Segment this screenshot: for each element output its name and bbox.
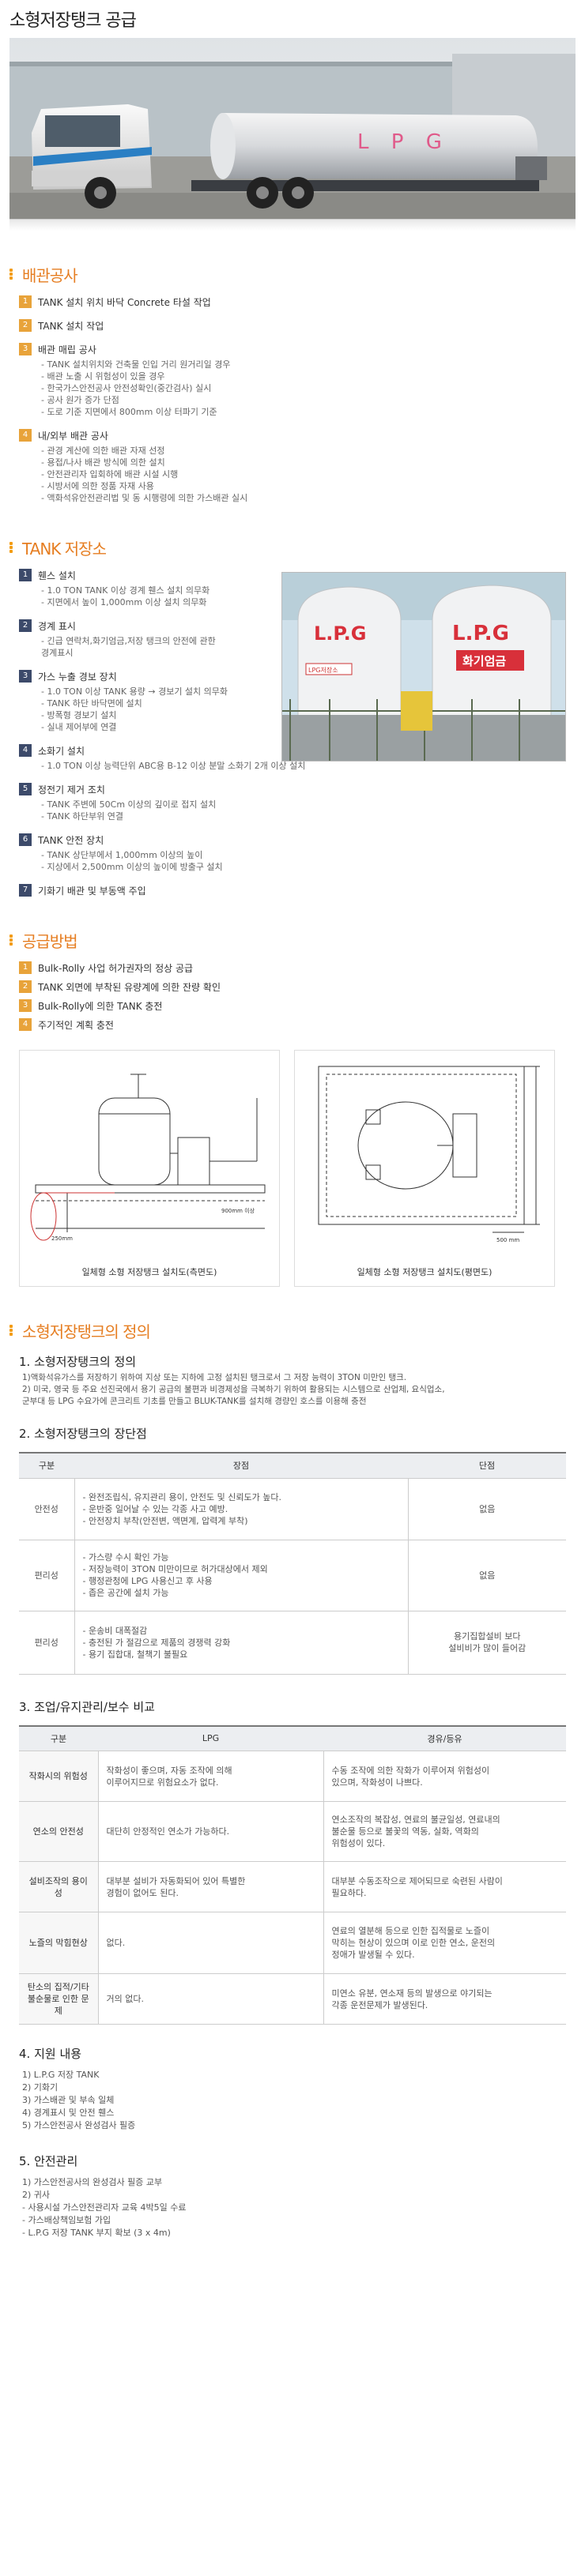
drawing-caption: 일체형 소형 저장탱크 설치도(측면도) [81, 1267, 217, 1277]
hero-tank-label: L P G [357, 130, 450, 154]
drawing-caption: 일체형 소형 저장탱크 설치도(평면도) [357, 1267, 493, 1277]
comparison-table: 구분 LPG 경유/등유 작화시의 위험성 작화성이 좋으며, 자동 조작에 의… [19, 1724, 566, 2025]
subheading: 4. 지원 내용 [19, 2047, 82, 2061]
bullet-icon [9, 268, 17, 280]
bullet-icon [9, 934, 17, 946]
table-row: 안전성 - 완전조립식, 유지관리 용이, 안전도 및 신뢰도가 높다.- 운반… [19, 1478, 566, 1540]
section-title-piping: 배관공사 [0, 262, 585, 286]
table-row: 편리성 - 가스량 수시 확인 가능- 저장능력이 3TON 미만이므로 허가대… [19, 1540, 566, 1611]
tank-label: L.P.G [314, 622, 366, 645]
subheading: 1. 소형저장탱크의 정의 [19, 1355, 137, 1369]
page-title: 소형저장탱크 공급 [9, 11, 137, 31]
section-title-definition: 소형저장탱크의 정의 [0, 1318, 585, 1342]
installation-drawings: 900mm 이상 250mm 일체형 소형 저장탱크 설치도(측면도) [0, 1037, 585, 1287]
definition-text: 1)액화석유가스를 저장하기 위하여 지상 또는 지하에 고정 설치된 탱크로서… [22, 1373, 445, 1406]
plan-view-drawing: 500 mm 일체형 소형 저장탱크 설치도(평면도) [294, 1050, 555, 1287]
section-title-storage: TANK 저장소 [0, 536, 585, 559]
table-row: 연소의 안전성 대단히 안정적인 연소가 가능하다. 연소조작의 복잡성, 연료… [19, 1801, 566, 1862]
dimension-label: 250mm [51, 1235, 73, 1242]
support-list: 1) L.P.G 저장 TANK 2) 기화기 3) 가스배관 및 부속 일체 … [22, 2070, 136, 2130]
tank-storage-photo: L.P.G L.P.G LPG저장소 화기엄금 [281, 572, 566, 762]
sign-text: LPG저장소 [308, 666, 338, 674]
safety-list: 1) 가스안전공사의 완성검사 필증 교부 2) 귀사 - 사용시설 가스안전관… [22, 2177, 187, 2238]
subheading: 5. 안전관리 [19, 2154, 78, 2168]
dimension-label: 900mm 이상 [221, 1207, 255, 1214]
subheading: 3. 조업/유지관리/보수 비교 [19, 1699, 155, 1714]
table-row: 탄소의 집적/기타 불순물로 인한 문제 거의 없다. 미연소 유분, 연소재 … [19, 1973, 566, 2025]
sign-text: 화기엄금 [462, 654, 506, 668]
side-view-drawing: 900mm 이상 250mm 일체형 소형 저장탱크 설치도(측면도) [19, 1050, 280, 1287]
bullet-icon [9, 1324, 17, 1337]
dimension-label: 500 mm [496, 1237, 519, 1243]
table-row: 편리성 - 운송비 대폭절감- 충전된 가 절감으로 제품의 경쟁력 강화- 용… [19, 1611, 566, 1675]
hero-photo: L P G [9, 38, 576, 220]
pros-cons-table: 구분 장점 단점 안전성 - 완전조립식, 유지관리 용이, 안전도 및 신뢰도… [19, 1452, 566, 1675]
subheading: 2. 소형저장탱크의 장단점 [19, 1427, 147, 1441]
section-title-supply: 공급방법 [0, 928, 585, 952]
tank-label: L.P.G [452, 622, 509, 645]
bullet-icon [9, 541, 17, 554]
hero-shadow [9, 220, 576, 231]
